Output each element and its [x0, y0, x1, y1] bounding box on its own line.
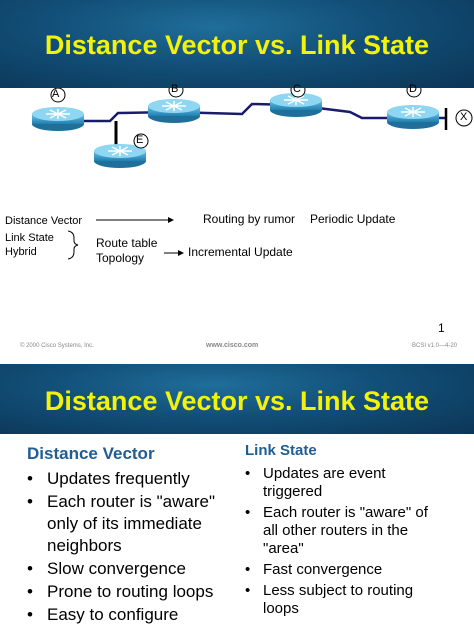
periodic-update-label: Periodic Update	[310, 212, 396, 226]
router-c-icon	[270, 93, 322, 117]
distance-vector-item: •Updates frequently	[27, 469, 190, 488]
footer-course: BCSI v1.0—4-20	[412, 343, 458, 349]
slide-1-header: Distance Vector vs. Link State	[0, 0, 474, 88]
topology-label: Topology	[96, 251, 145, 265]
link-state-item: •Less subject to routing loops	[245, 582, 414, 617]
slide-1: Distance Vector vs. Link State	[0, 0, 474, 358]
incremental-update-label: Incremental Update	[188, 245, 293, 259]
link-state-label: Link State	[5, 232, 54, 244]
distance-vector-item: •Each router is "aware" only of its imme…	[27, 492, 215, 555]
link-state-list: •Updates are event triggered •Each route…	[245, 465, 445, 618]
router-b-icon	[148, 99, 200, 123]
slide-1-title: Distance Vector vs. Link State	[44, 30, 430, 60]
network-diagram	[32, 88, 473, 168]
hybrid-label: Hybrid	[5, 246, 37, 258]
slide-2: Distance Vector vs. Link State Distance …	[0, 364, 474, 632]
distance-vector-label: Distance Vector	[5, 215, 83, 227]
distance-vector-list: •Updates frequently •Each router is "awa…	[27, 468, 242, 626]
footer-copyright: © 2000 Cisco Systems, Inc.	[20, 343, 94, 349]
distance-vector-item: •Slow convergence	[27, 559, 186, 578]
link-state-heading: Link State	[245, 442, 317, 459]
link-state-item: •Updates are event triggered	[245, 465, 386, 500]
router-a-label: A	[52, 88, 60, 100]
route-table-label: Route table	[96, 236, 158, 250]
routing-by-rumor-label: Routing by rumor	[203, 212, 296, 226]
router-e-icon	[94, 144, 146, 168]
slide-2-header: Distance Vector vs. Link State	[0, 364, 474, 434]
router-a-icon	[32, 107, 84, 131]
footer-url: www.cisco.com	[206, 342, 259, 349]
router-x-label: X	[460, 111, 468, 123]
slide-1-content: A B C D E X Distance Vector Link State H…	[0, 83, 474, 358]
link-state-column: Link State •Updates are event triggered …	[245, 442, 445, 621]
distance-vector-column: Distance Vector •Updates frequently •Eac…	[27, 444, 242, 627]
router-b-label: B	[171, 83, 179, 95]
distance-vector-heading: Distance Vector	[27, 444, 155, 463]
router-c-label: C	[293, 83, 301, 95]
router-d-label: D	[409, 83, 417, 95]
slide-2-content: Distance Vector •Updates frequently •Eac…	[0, 434, 474, 632]
distance-vector-item: •Prone to routing loops	[27, 582, 214, 601]
legend-arrows	[67, 217, 184, 260]
link-state-item: •Fast convergence	[245, 561, 383, 578]
link-state-item: •Each router is "aware" of all other rou…	[245, 504, 428, 557]
page-number: 1	[438, 321, 445, 335]
slide-gap	[0, 358, 474, 364]
router-e-label: E	[136, 134, 144, 146]
slide-2-title: Distance Vector vs. Link State	[44, 386, 430, 416]
distance-vector-item: •Easy to configure	[27, 605, 179, 624]
router-d-icon	[387, 105, 439, 129]
